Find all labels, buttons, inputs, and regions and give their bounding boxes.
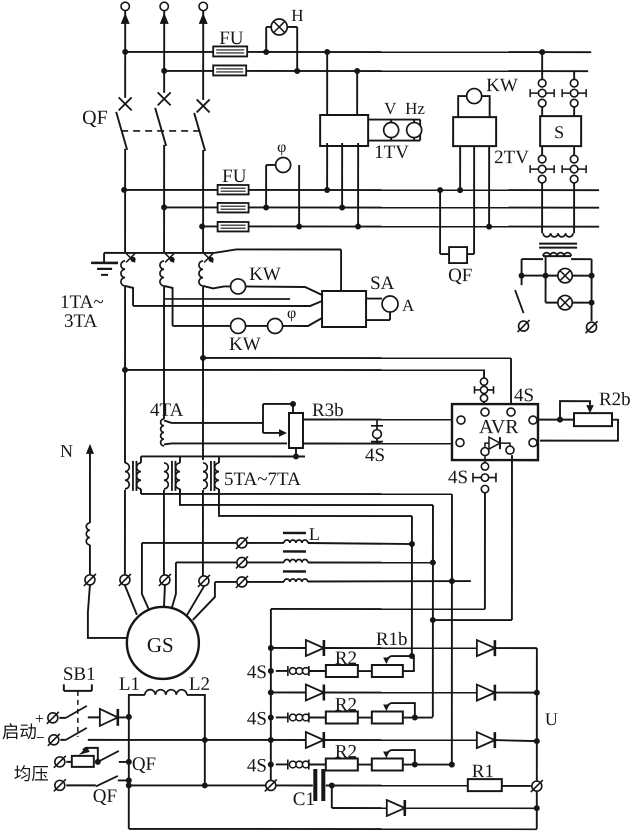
svg-text:4S: 4S bbox=[247, 662, 267, 683]
svg-text:S: S bbox=[554, 122, 564, 142]
svg-text:L2: L2 bbox=[189, 674, 210, 695]
svg-text:SB1: SB1 bbox=[63, 664, 96, 685]
svg-text:FU: FU bbox=[219, 28, 244, 49]
svg-text:4S: 4S bbox=[365, 445, 385, 466]
svg-text:4TA: 4TA bbox=[150, 400, 184, 421]
svg-text:A: A bbox=[402, 296, 415, 315]
svg-text:FU: FU bbox=[222, 166, 247, 187]
svg-text:R2: R2 bbox=[335, 648, 357, 669]
svg-text:GS: GS bbox=[147, 633, 174, 657]
svg-text:QF: QF bbox=[448, 265, 472, 286]
svg-text:L: L bbox=[309, 524, 320, 544]
svg-text:R1b: R1b bbox=[376, 629, 408, 650]
svg-text:3TA: 3TA bbox=[64, 311, 98, 332]
svg-text:4S: 4S bbox=[514, 385, 534, 406]
svg-text:R1: R1 bbox=[472, 761, 494, 782]
svg-text:−: − bbox=[36, 730, 45, 747]
svg-text:KW: KW bbox=[486, 75, 518, 96]
svg-text:R2b: R2b bbox=[599, 389, 631, 410]
svg-text:V: V bbox=[384, 99, 397, 118]
svg-text:H: H bbox=[291, 6, 303, 25]
svg-text:N: N bbox=[60, 441, 73, 461]
svg-text:QF: QF bbox=[93, 786, 117, 807]
svg-text:R3b: R3b bbox=[312, 400, 344, 421]
svg-text:QF: QF bbox=[132, 754, 156, 775]
svg-text:L1: L1 bbox=[119, 674, 140, 695]
svg-text:U: U bbox=[545, 709, 558, 729]
svg-text:1TV: 1TV bbox=[374, 142, 409, 163]
svg-text:C1: C1 bbox=[293, 789, 315, 810]
svg-text:2TV: 2TV bbox=[494, 147, 529, 168]
svg-text:AVR: AVR bbox=[479, 416, 519, 438]
svg-text:+: + bbox=[35, 711, 44, 728]
svg-text:QF: QF bbox=[82, 107, 108, 129]
svg-text:KW: KW bbox=[229, 334, 261, 355]
svg-text:φ: φ bbox=[277, 139, 286, 156]
svg-text:5TA~7TA: 5TA~7TA bbox=[224, 469, 301, 490]
svg-text:R2: R2 bbox=[335, 742, 357, 763]
svg-text:4S: 4S bbox=[247, 708, 267, 729]
svg-text:Hz: Hz bbox=[405, 99, 425, 118]
svg-text:4S: 4S bbox=[448, 467, 468, 488]
svg-text:SA: SA bbox=[370, 273, 395, 294]
svg-text:1TA~: 1TA~ bbox=[60, 292, 104, 313]
svg-text:R2: R2 bbox=[335, 695, 357, 716]
svg-text:4S: 4S bbox=[247, 755, 267, 776]
svg-text:φ: φ bbox=[287, 305, 296, 322]
svg-text:KW: KW bbox=[249, 264, 281, 285]
